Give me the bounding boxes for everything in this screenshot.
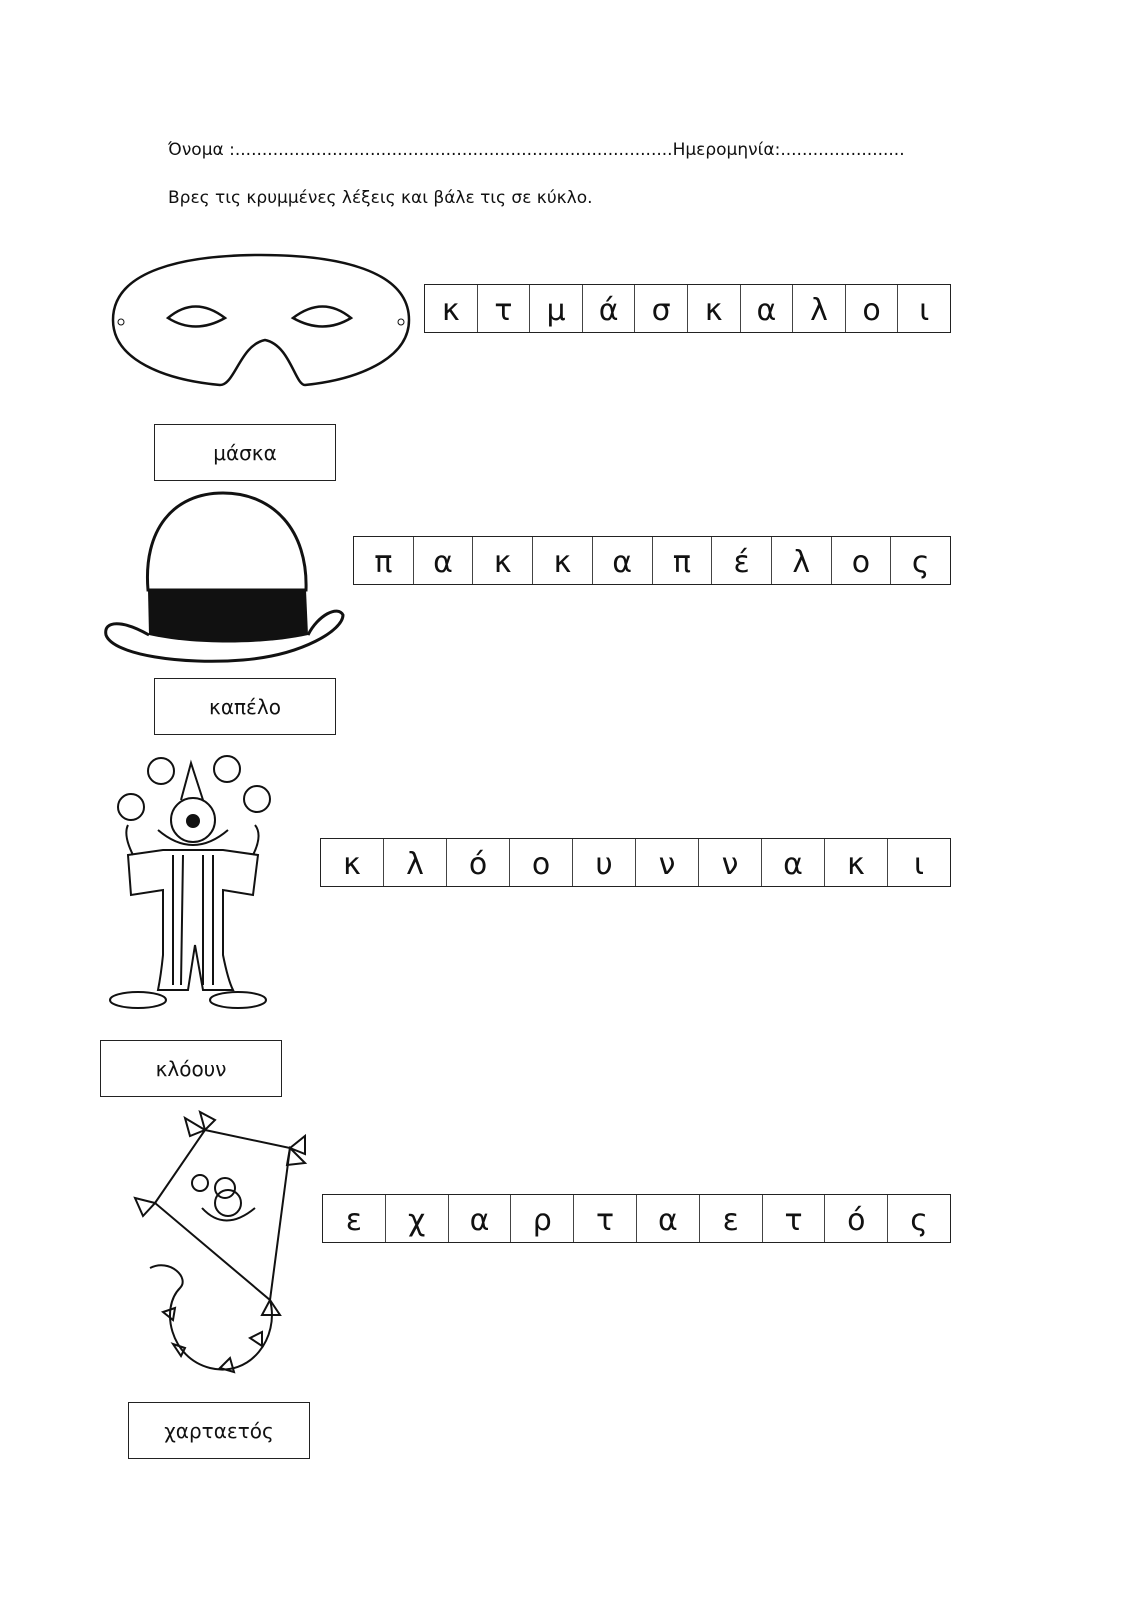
letter-cell[interactable]: σ [635,285,688,332]
letter-cell[interactable]: μ [530,285,583,332]
letter-grid-hat: π α κ κ α π έ λ ο ς [353,536,951,585]
letter-cell[interactable]: ά [583,285,636,332]
letter-cell[interactable]: ο [832,537,892,584]
letter-cell[interactable]: ι [919,293,930,328]
word-label-clown: κλόουν [100,1040,282,1097]
letter-cell[interactable]: α [741,285,794,332]
letter-grid-clown: κ λ ό ο υ ν ν α κ ι [320,838,951,887]
letter-cell[interactable]: κ [533,537,593,584]
letter-cell[interactable]: κ [825,839,888,886]
letter-cell[interactable]: κ [425,285,478,332]
clown-picture [109,755,271,1009]
letter-cell[interactable]: ό [825,1195,889,1242]
letter-cell[interactable]: υ [573,839,636,886]
kite-picture [133,1110,308,1374]
letter-cell[interactable]: έ [712,537,772,584]
letter-cell[interactable]: α [637,1195,700,1242]
letter-cell[interactable]: λ [772,537,832,584]
letter-cell[interactable]: π [354,537,414,584]
letter-cell[interactable]: τ [478,285,531,332]
letter-cell[interactable]: ό [447,839,510,886]
letter-cell[interactable]: τ [763,1195,826,1242]
letter-grid-mask: κ τ μ ά σ κ α λ ο ι [424,284,951,333]
letter-cell[interactable]: ς [910,1203,928,1238]
letter-cell[interactable]: ε [323,1195,386,1242]
letter-cell[interactable]: κ [688,285,741,332]
letter-cell[interactable]: ο [510,839,573,886]
letter-cell[interactable]: ι [913,847,925,882]
name-date-line[interactable]: Όνομα :.................................… [168,140,905,160]
mask-picture [111,253,411,387]
letter-cell[interactable]: χ [386,1195,449,1242]
letter-cell[interactable]: τ [574,1195,637,1242]
letter-cell[interactable]: ς [911,545,930,580]
letter-cell[interactable]: λ [384,839,447,886]
letter-cell[interactable]: ν [636,839,699,886]
word-label-mask: μάσκα [154,424,336,481]
letter-cell[interactable]: π [653,537,713,584]
letter-cell[interactable]: α [762,839,825,886]
letter-cell[interactable]: ν [699,839,762,886]
letter-cell[interactable]: ρ [511,1195,575,1242]
letter-cell[interactable]: α [593,537,653,584]
word-label-hat: καπέλο [154,678,336,735]
word-label-kite: χαρταετός [128,1402,310,1459]
letter-grid-kite: ε χ α ρ τ α ε τ ό ς [322,1194,951,1243]
letter-cell[interactable]: ο [846,285,899,332]
hat-picture [104,491,345,663]
instruction: Βρες τις κρυμμένες λέξεις και βάλε τις σ… [168,188,593,208]
letter-cell[interactable]: κ [473,537,534,584]
letter-cell[interactable]: ε [700,1195,763,1242]
letter-cell[interactable]: κ [321,839,384,886]
letter-cell[interactable]: α [414,537,474,584]
letter-cell[interactable]: α [449,1195,512,1242]
letter-cell[interactable]: λ [793,285,846,332]
